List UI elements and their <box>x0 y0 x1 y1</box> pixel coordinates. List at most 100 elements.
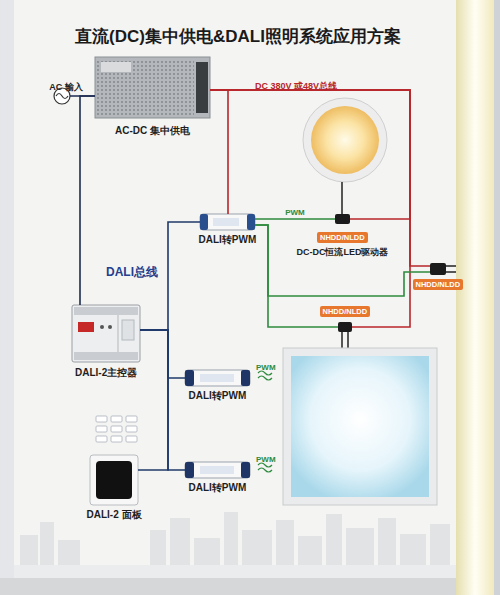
label-holder: PWM <box>256 448 276 466</box>
device-box: NHDD/NLDDDC-DC恒流LED驱动器 <box>335 214 350 224</box>
driver-tag: NHDD/NLDD <box>317 232 368 243</box>
dali-panel-part <box>90 455 138 505</box>
wire-connector <box>210 90 228 214</box>
dali-panel <box>90 455 138 505</box>
driver-tag: NHDD/NLDD <box>320 306 371 317</box>
dali-controller-part <box>74 307 138 315</box>
wire-connector <box>80 96 95 305</box>
dali-pwm-module-part <box>241 462 250 478</box>
wire-connector <box>255 225 430 296</box>
device-label: DC-DC恒流LED驱动器 <box>297 247 389 258</box>
downlight-glow <box>311 106 379 174</box>
wall-edge <box>494 0 500 595</box>
device-box: DALI转PWM <box>185 370 250 386</box>
skyline-part <box>378 518 396 565</box>
key-icons-part <box>111 436 122 442</box>
driver-tag: NHDD/NLDD <box>413 279 464 290</box>
dali-pwm-module <box>185 462 250 478</box>
dali-panel-part <box>96 461 132 499</box>
title-holder: 直流(DC)集中供电&DALI照明系统应用方案 <box>20 26 456 48</box>
psu-mesh <box>97 59 194 116</box>
dali-controller-part <box>108 325 112 329</box>
device-label: DALI-2主控器 <box>75 367 137 379</box>
signal-label: PWM <box>256 363 276 373</box>
device-box: DALI转PWM <box>200 214 255 230</box>
dali-controller-part <box>74 352 138 360</box>
key-icons-part <box>126 426 137 432</box>
skyline-part <box>20 535 38 565</box>
label-holder: DALI总线 <box>106 262 158 280</box>
skyline-part <box>298 536 322 565</box>
pwm-wave-part <box>258 376 272 380</box>
device-box: DALI-2 面板 <box>90 455 138 505</box>
driver-boxes-part <box>430 263 446 275</box>
panel-glow <box>291 356 429 497</box>
skyline-part <box>346 528 374 565</box>
skyline-part <box>224 512 238 565</box>
dali-pwm-module-part <box>241 370 250 386</box>
label-holder: PWM <box>256 356 276 374</box>
board <box>14 0 456 578</box>
dali-pwm-module <box>185 370 250 386</box>
driver-boxes-part <box>338 322 352 332</box>
key-icons-part <box>96 436 107 442</box>
skyline-part <box>326 514 342 565</box>
lamp-wire <box>341 332 343 348</box>
wire-connector <box>140 330 185 378</box>
device-label: DALI-2 面板 <box>87 509 142 521</box>
dali-pwm-module-part <box>200 466 234 474</box>
label-holder: PWM <box>255 201 335 219</box>
input-label: AC 输入 <box>49 82 83 93</box>
dali-pwm-module-part <box>200 214 255 230</box>
device-label: DALI转PWM <box>189 390 247 402</box>
wire-connector <box>138 330 168 470</box>
dali-pwm-module <box>200 214 255 230</box>
dali-pwm-module-part <box>200 214 208 230</box>
psu-body <box>95 57 210 118</box>
downlight-ring <box>303 98 387 182</box>
lamp-wire <box>446 271 456 273</box>
panel-light <box>283 348 437 505</box>
device-label: DALI转PWM <box>189 482 247 494</box>
psu-terminal <box>196 62 208 113</box>
wire-connector <box>210 90 410 327</box>
dali-pwm-module-part <box>247 214 255 230</box>
bus-label: DALI总线 <box>106 265 158 280</box>
dali-pwm-module-part <box>213 218 239 226</box>
wire-connector <box>210 90 410 219</box>
dali-controller-part <box>78 322 94 332</box>
key-icons-part <box>111 426 122 432</box>
skyline-part <box>194 538 220 565</box>
skyline-part <box>58 540 80 565</box>
key-icons <box>96 416 137 442</box>
device-box: DALI-2主控器 <box>72 305 140 362</box>
dali-controller-part <box>72 305 140 362</box>
psu-sticker <box>101 62 131 72</box>
device-box: NHDD/NLDD <box>430 263 446 275</box>
title-text: 直流(DC)集中供电&DALI照明系统应用方案 <box>75 26 401 48</box>
ac-wave <box>56 94 68 99</box>
skyline-part <box>400 534 426 565</box>
skyline-part <box>40 522 54 565</box>
dali-controller-part <box>118 315 119 352</box>
bus-label: DC 380V 或48V总线 <box>255 81 337 92</box>
key-icons-part <box>111 416 122 422</box>
driver-boxes-part <box>335 214 350 224</box>
skyline-part <box>276 520 294 565</box>
wire-connector <box>140 330 185 470</box>
skyline-part <box>430 524 450 565</box>
tube-light <box>456 0 494 595</box>
wire-connector <box>255 218 335 220</box>
lamp-wire <box>446 265 456 267</box>
device-label: AC-DC 集中供电 <box>115 125 190 137</box>
lamp-wire <box>347 332 349 348</box>
label-holder: DC 380V 或48V总线 <box>255 75 337 93</box>
device-box: DALI转PWM <box>185 462 250 478</box>
signal-label: PWM <box>283 208 307 218</box>
skyline-base <box>14 565 456 578</box>
device-label: DALI转PWM <box>199 234 257 246</box>
dali-pwm-module-part <box>200 374 234 382</box>
pwm-wave-part <box>258 468 272 472</box>
